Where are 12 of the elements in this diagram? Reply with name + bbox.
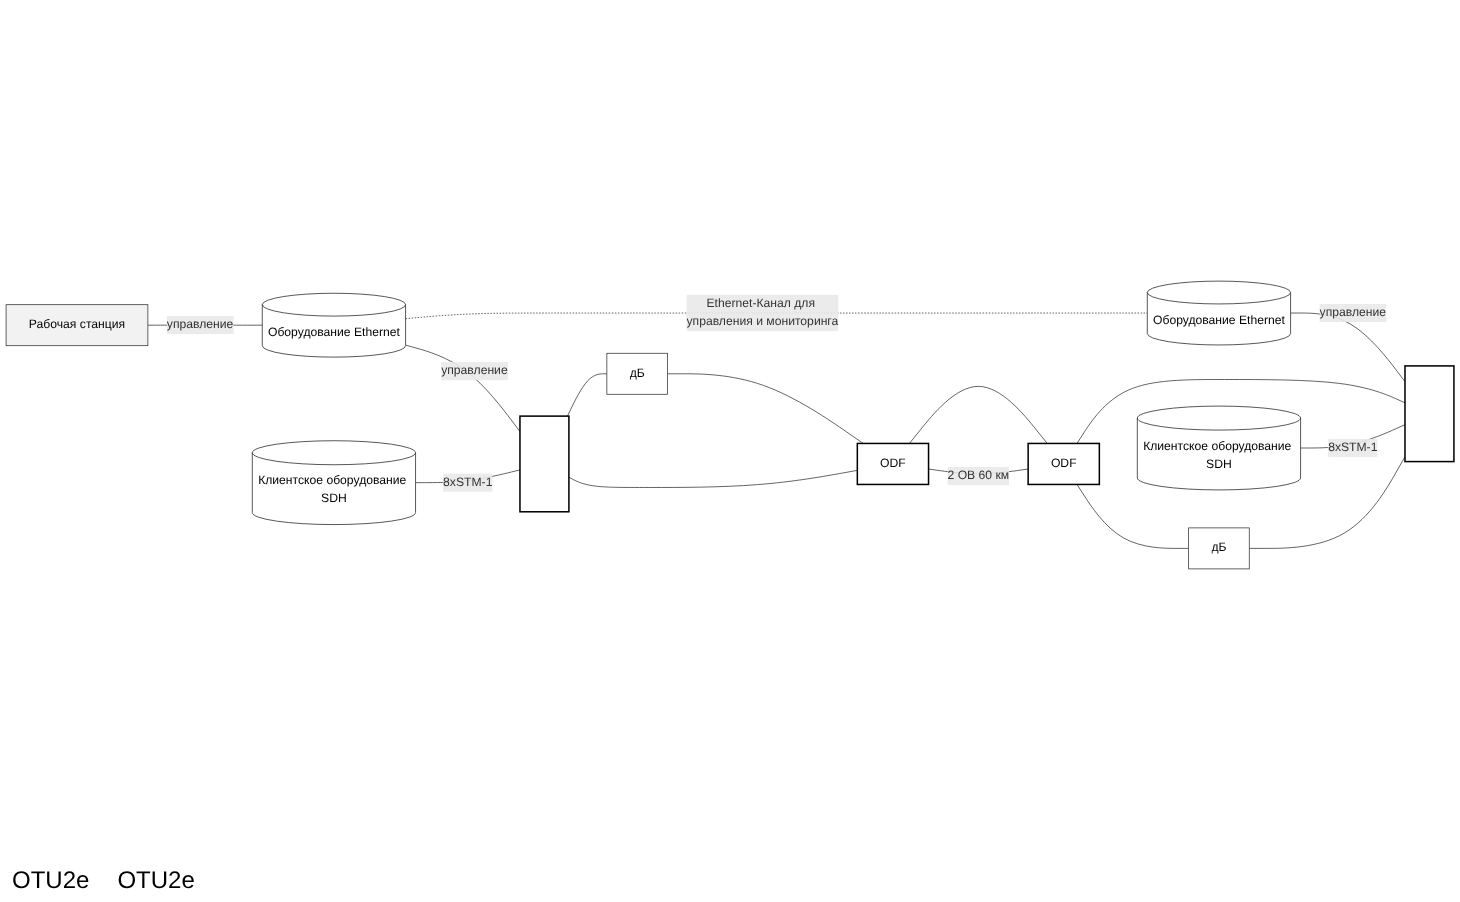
connector [1248, 456, 1406, 549]
connector [568, 470, 858, 488]
connector [909, 386, 1048, 444]
connector [405, 344, 521, 432]
connector [1076, 484, 1189, 549]
connector [667, 373, 864, 444]
connector [567, 373, 608, 417]
port-label: OTU2e [12, 866, 90, 894]
port-label: OTU2e [117, 866, 195, 894]
node-box [1404, 365, 1455, 463]
node-box [519, 415, 570, 513]
connector [1076, 379, 1406, 444]
